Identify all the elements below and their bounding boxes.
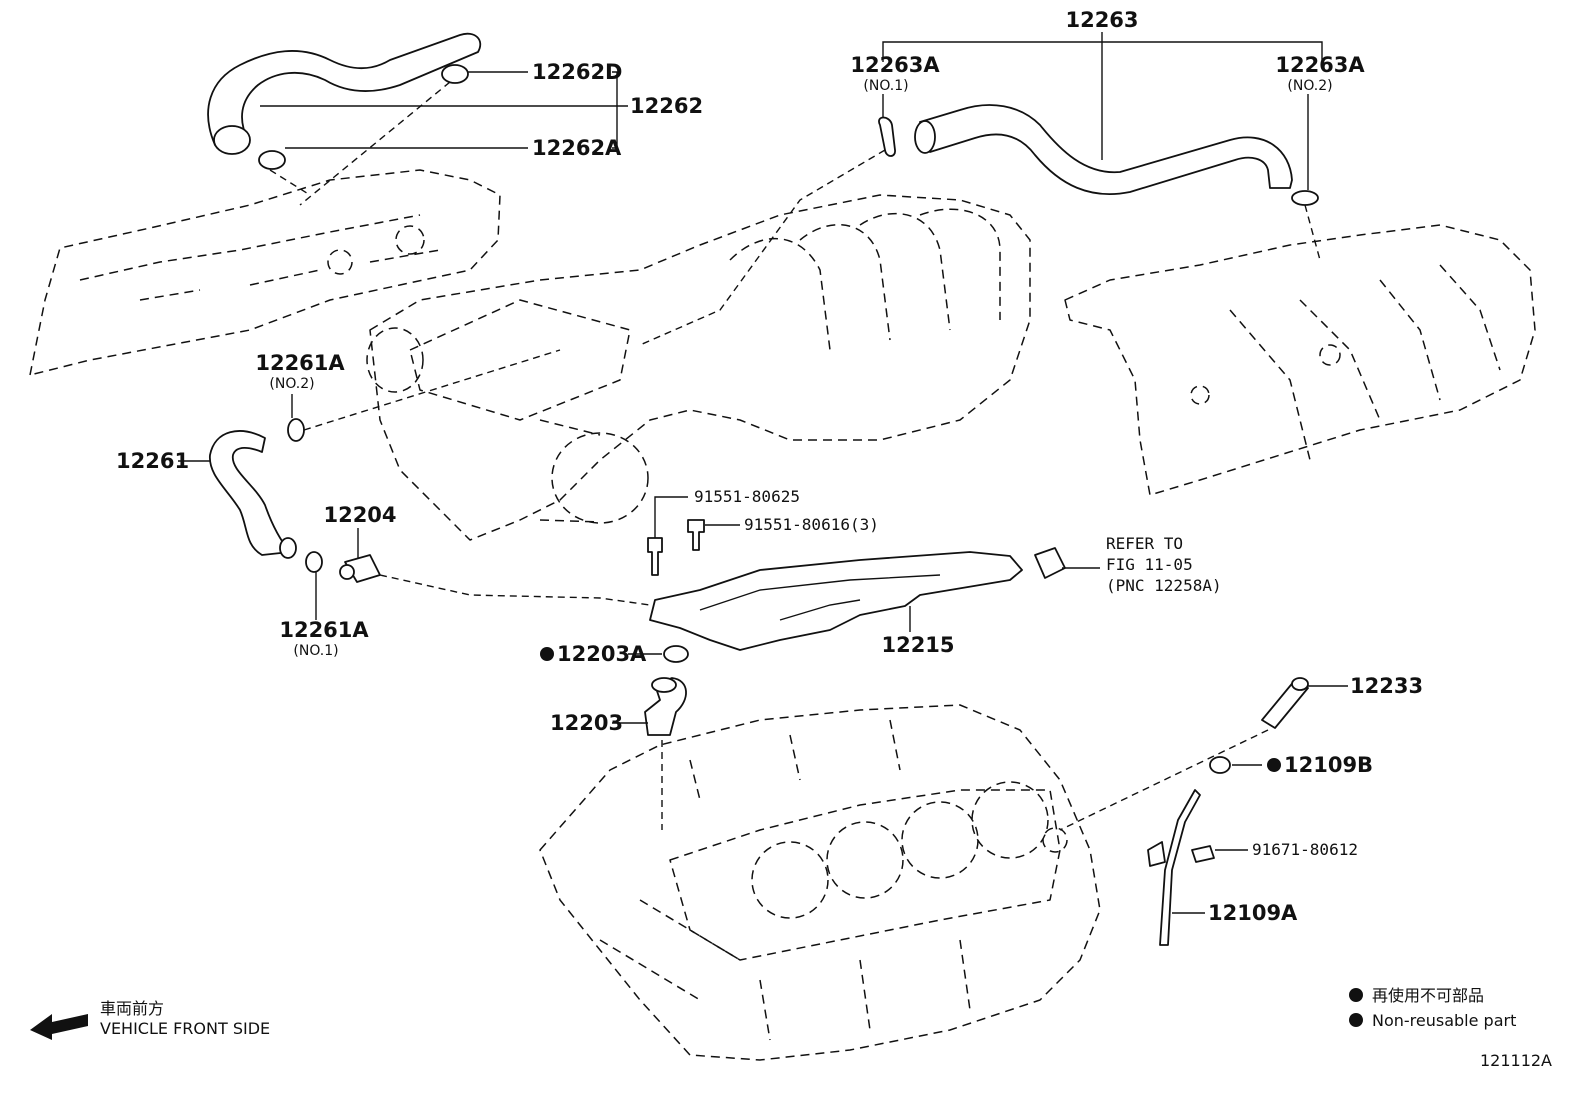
non-reusable-marker-12203a	[540, 647, 554, 661]
legend-marker-1	[1349, 988, 1363, 1002]
clamp-12263a-no2	[1291, 190, 1319, 206]
leader-12262	[260, 71, 628, 149]
bolt-91671-80612	[1191, 845, 1215, 863]
intake-inlet	[366, 327, 424, 393]
callout-12263a-no1-sub: (NO.1)	[863, 78, 908, 94]
callout-12109a: 12109A	[1208, 901, 1298, 925]
callout-12263a-no2-sub: (NO.2)	[1287, 78, 1332, 94]
cylinder-bore-3	[901, 801, 979, 879]
cylinder-bore-2	[826, 821, 904, 899]
union-12203-top	[651, 677, 677, 693]
assembly-line-12261	[303, 349, 561, 431]
hose-12261	[209, 430, 291, 556]
bolt-91551-80625	[647, 537, 663, 576]
left-head-cover-outline	[29, 169, 501, 376]
intake-manifold-runners	[729, 208, 1001, 351]
left-head-cover-detail	[79, 214, 441, 301]
leader-91551-80625	[654, 496, 688, 538]
hose-12263	[919, 104, 1293, 196]
engine-block-outline	[539, 704, 1101, 1061]
legend-marker-2	[1349, 1013, 1363, 1027]
oring-12109b	[1209, 756, 1231, 774]
hose-12262-end	[213, 125, 251, 155]
cylinder-bore-1	[751, 841, 829, 919]
callout-12263a-no1: 12263A	[850, 53, 940, 77]
callout-91671-80612: 91671-80612	[1252, 840, 1358, 859]
oil-separator-12215-detail	[699, 574, 941, 621]
callout-12262a: 12262A	[532, 136, 622, 160]
assembly-line-12204	[379, 574, 651, 606]
front-direction-arrow-icon	[30, 1014, 88, 1040]
legend-line-en: Non-reusable part	[1372, 1011, 1516, 1030]
callout-12261a-no1: 12261A	[279, 618, 369, 642]
pcv-valve-12204-tip	[339, 564, 355, 580]
direction-label-en: VEHICLE FRONT SIDE	[100, 1019, 270, 1038]
right-head-cover-detail	[1229, 264, 1501, 461]
bolt-91551-80616	[687, 519, 705, 551]
callout-12109b: 12109B	[1284, 753, 1373, 777]
throttle-body	[551, 432, 649, 524]
assembly-line-12263	[639, 149, 1321, 346]
guide-12109a-bracket	[1147, 841, 1166, 867]
guide-12109a	[1159, 789, 1201, 946]
clamp-12261a-no1	[305, 551, 323, 573]
left-head-cover-port	[395, 225, 425, 255]
intake-manifold-outline	[369, 194, 1031, 541]
callout-12262d: 12262D	[532, 60, 623, 84]
clamp-12263a-no1	[878, 116, 896, 157]
callout-91551-80616: 91551-80616(3)	[744, 515, 879, 534]
hose-12263-end	[914, 120, 936, 154]
engine-block-dipstick-port	[1042, 827, 1068, 853]
engine-block-deck	[669, 789, 1061, 961]
callout-12261a-no2: 12261A	[255, 351, 345, 375]
union-12203	[644, 677, 687, 736]
throttle-neck	[539, 419, 601, 523]
clamp-12261a-no2	[287, 418, 305, 442]
right-head-cover-port	[1319, 344, 1341, 366]
right-head-cover-outline	[1064, 224, 1536, 496]
callout-12203: 12203	[550, 711, 623, 735]
callout-12204: 12204	[323, 503, 396, 527]
callout-12263a-no2: 12263A	[1275, 53, 1365, 77]
callout-12262: 12262	[630, 94, 703, 118]
hose-12261-end	[279, 537, 297, 559]
callout-12215: 12215	[881, 633, 954, 657]
gasket-12203a	[663, 645, 689, 663]
oil-separator-12215	[649, 551, 1023, 651]
direction-label-jp: 車両前方	[100, 999, 164, 1018]
callout-12261a-no1-sub: (NO.1)	[293, 643, 338, 659]
assembly-line-12233	[1059, 729, 1269, 831]
cylinder-bore-4	[971, 781, 1049, 859]
grommet-12258a	[1034, 547, 1066, 579]
assembly-line-12262	[269, 81, 451, 206]
intake-plenum	[409, 299, 631, 421]
non-reusable-marker-12109b	[1267, 758, 1281, 772]
right-head-cover-port-2	[1190, 385, 1210, 405]
refer-line-2: FIG 11-05	[1106, 555, 1193, 574]
refer-line-3: (PNC 12258A)	[1106, 576, 1222, 595]
legend-line-jp: 再使用不可部品	[1372, 986, 1484, 1005]
callout-12233: 12233	[1350, 674, 1423, 698]
tube-12233	[1261, 679, 1309, 729]
figure-id: 121112A	[1480, 1051, 1552, 1070]
callout-12203a: 12203A	[557, 642, 647, 666]
clamp-12262a	[258, 150, 286, 170]
left-head-cover-port-2	[327, 249, 353, 275]
refer-line-1: REFER TO	[1106, 534, 1183, 553]
engine-block-ribs	[599, 719, 971, 1041]
callout-12261a-no2-sub: (NO.2)	[269, 376, 314, 392]
callout-12261: 12261	[116, 449, 189, 473]
callout-91551-80625: 91551-80625	[694, 487, 800, 506]
hose-12262	[207, 32, 482, 146]
callout-12263: 12263	[1065, 8, 1138, 32]
leader-12263	[882, 32, 1323, 160]
tube-12233-end	[1291, 677, 1309, 691]
clamp-12262d	[441, 64, 469, 84]
